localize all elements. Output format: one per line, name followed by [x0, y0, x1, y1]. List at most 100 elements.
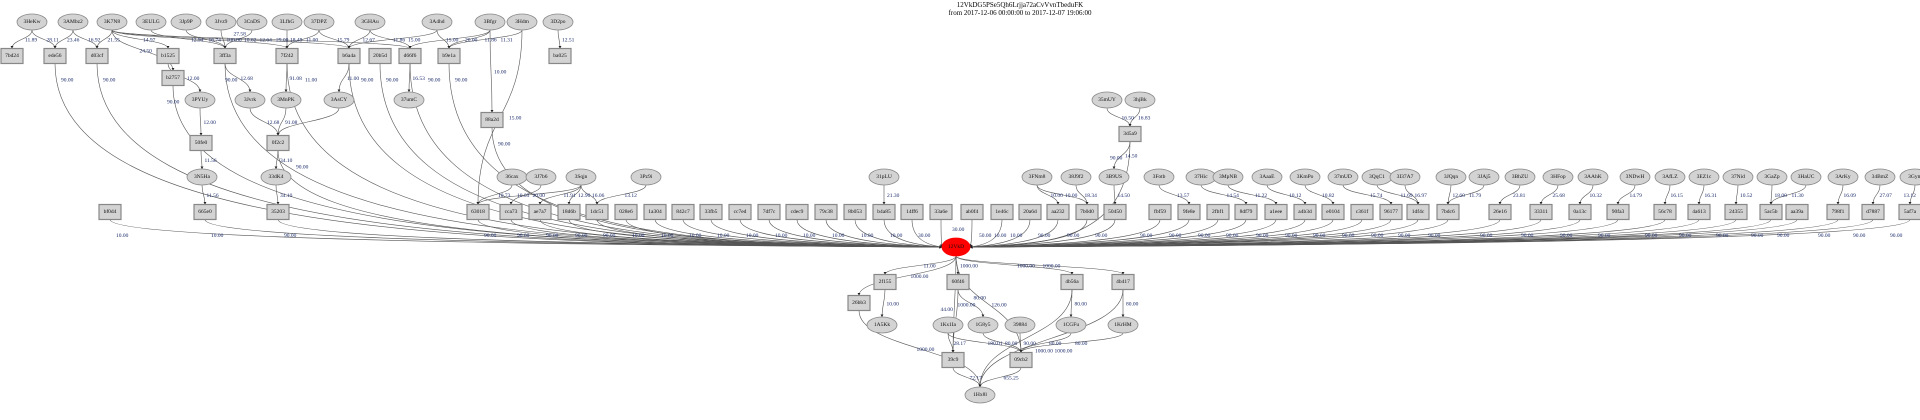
transaction-node[interactable]: e0104: [1321, 203, 1345, 221]
address-node[interactable]: 37DPZ: [303, 13, 335, 31]
transaction-node[interactable]: d03cf: [85, 47, 109, 65]
transaction-node[interactable]: 79c38: [814, 203, 838, 221]
transaction-node[interactable]: 7f242: [275, 47, 299, 65]
address-node[interactable]: 3GHAu: [354, 13, 386, 31]
address-node[interactable]: 3AfLZ: [1654, 168, 1686, 186]
transaction-node[interactable]: ba025: [548, 47, 572, 65]
transaction-node[interactable]: 665e0: [193, 203, 217, 221]
transaction-node[interactable]: 1dc51: [585, 203, 609, 221]
transaction-node[interactable]: b4a85: [872, 203, 896, 221]
transaction-node[interactable]: 50fe0: [189, 134, 213, 152]
address-node[interactable]: 33dK4: [260, 168, 292, 186]
center-address-node[interactable]: 12VkD: [941, 237, 971, 257]
transaction-node[interactable]: 798f1: [1826, 203, 1850, 221]
transaction-node[interactable]: ae7a7: [528, 203, 552, 221]
transaction-node[interactable]: 50450: [1103, 203, 1127, 221]
address-node[interactable]: 3KmPo: [1289, 168, 1321, 186]
transaction-node[interactable]: 0a13c: [1568, 203, 1592, 221]
transaction-node[interactable]: 35203: [266, 203, 290, 221]
address-node[interactable]: 3EZ1c: [1688, 168, 1720, 186]
transaction-node[interactable]: b9e1a: [437, 47, 461, 65]
address-node[interactable]: 3D2po: [542, 13, 574, 31]
transaction-node[interactable]: 09cb2: [1009, 351, 1033, 369]
address-node[interactable]: 3Jvz9: [205, 13, 237, 31]
transaction-node[interactable]: d66f6: [398, 47, 422, 65]
address-node[interactable]: 3I37A7: [1389, 168, 1421, 186]
transaction-node[interactable]: 33fb5: [699, 203, 723, 221]
address-node[interactable]: 3Gym: [1899, 168, 1920, 186]
address-node[interactable]: 3HaUC: [1790, 168, 1822, 186]
transaction-node[interactable]: a4b3d: [1293, 203, 1317, 221]
address-node[interactable]: 3LfhG: [271, 13, 303, 31]
transaction-node[interactable]: cca73: [499, 203, 523, 221]
transaction-node[interactable]: 20b5d: [368, 47, 392, 65]
address-node[interactable]: 3AaaE: [1251, 168, 1283, 186]
transaction-node[interactable]: 5ac5b: [1759, 203, 1783, 221]
transaction-node[interactable]: b6a4a: [337, 47, 361, 65]
address-node[interactable]: 3A4hd: [421, 13, 453, 31]
address-node[interactable]: 1G8y5: [967, 316, 999, 334]
address-node[interactable]: 3AAhK: [1577, 168, 1609, 186]
transaction-node[interactable]: b1525: [156, 47, 180, 65]
address-node[interactable]: 3Bfgr: [474, 13, 506, 31]
transaction-node[interactable]: 88a2d: [480, 111, 504, 129]
transaction-node[interactable]: 4b417: [1111, 273, 1135, 291]
address-node[interactable]: 37Nid: [1722, 168, 1754, 186]
transaction-node[interactable]: 14ff6: [900, 203, 924, 221]
transaction-node[interactable]: 33a6e: [929, 203, 953, 221]
transaction-node[interactable]: 4a613: [1687, 203, 1711, 221]
address-node[interactable]: 3CnDS: [236, 13, 268, 31]
address-node[interactable]: 3HeKw: [16, 13, 48, 31]
transaction-node[interactable]: fbf59: [1148, 203, 1172, 221]
transaction-node[interactable]: 1df4c: [1406, 203, 1430, 221]
address-node[interactable]: 37umC: [393, 91, 425, 109]
transaction-node[interactable]: cc7ed: [728, 203, 752, 221]
address-node[interactable]: 3Sqjn: [565, 168, 597, 186]
transaction-node[interactable]: 26bb3: [847, 294, 871, 312]
transaction-node[interactable]: 96177: [1379, 203, 1403, 221]
transaction-node[interactable]: ede56: [43, 47, 67, 65]
transaction-node[interactable]: 3d5a9: [1118, 125, 1142, 143]
address-node[interactable]: 3BhZU: [1504, 168, 1536, 186]
address-node[interactable]: 3Jp9P: [170, 13, 202, 31]
transaction-node[interactable]: 20a6d: [1018, 203, 1042, 221]
address-node[interactable]: 3HFop: [1542, 168, 1574, 186]
transaction-node[interactable]: 8b053: [843, 203, 867, 221]
transaction-node[interactable]: 0f2c2: [266, 134, 290, 152]
address-node[interactable]: 36cax: [496, 168, 528, 186]
transaction-node[interactable]: 24355: [1724, 203, 1748, 221]
address-node[interactable]: 1CGFu: [1055, 316, 1087, 334]
address-node[interactable]: 3K7N8: [96, 13, 128, 31]
transaction-node[interactable]: 1e46c: [990, 203, 1014, 221]
transaction-node[interactable]: 63018: [466, 203, 490, 221]
address-node[interactable]: 3PYUy: [184, 91, 216, 109]
address-node[interactable]: 3MnPK: [270, 91, 302, 109]
transaction-node[interactable]: 26e16: [1488, 203, 1512, 221]
transaction-node[interactable]: c361f: [1350, 203, 1374, 221]
transaction-node[interactable]: 7bd24: [0, 47, 24, 65]
address-node[interactable]: 38J9f2: [1060, 168, 1092, 186]
transaction-node[interactable]: bf0d4: [98, 203, 122, 221]
transaction-node[interactable]: 60f46: [946, 273, 970, 291]
transaction-node[interactable]: a1eee: [1264, 203, 1288, 221]
transaction-node[interactable]: 9fe8e: [1177, 203, 1201, 221]
address-node[interactable]: 3MpNB: [1212, 168, 1244, 186]
address-node[interactable]: 1Ks1Ia: [932, 316, 964, 334]
address-node[interactable]: 3N5Ha: [186, 168, 218, 186]
transaction-node[interactable]: 18d6b: [557, 203, 581, 221]
address-node[interactable]: 3JAj5: [1468, 168, 1500, 186]
address-node[interactable]: 3ArKy: [1827, 168, 1859, 186]
address-node[interactable]: 3EULG: [135, 13, 167, 31]
transaction-node[interactable]: 33311: [1529, 203, 1553, 221]
transaction-node[interactable]: 2f155: [873, 273, 897, 291]
address-node[interactable]: 3J7b6: [525, 168, 557, 186]
address-node[interactable]: 3GaZp: [1756, 168, 1788, 186]
transaction-node[interactable]: 3ff3a: [213, 47, 237, 65]
address-node[interactable]: 3AsCY: [323, 91, 355, 109]
transaction-node[interactable]: cdec9: [785, 203, 809, 221]
address-node[interactable]: 3Fotb: [1143, 168, 1175, 186]
transaction-node[interactable]: 028e6: [614, 203, 638, 221]
transaction-node[interactable]: 90fa3: [1606, 203, 1630, 221]
address-node[interactable]: 3NDwH: [1619, 168, 1651, 186]
address-node[interactable]: 3Jvrk: [234, 91, 266, 109]
